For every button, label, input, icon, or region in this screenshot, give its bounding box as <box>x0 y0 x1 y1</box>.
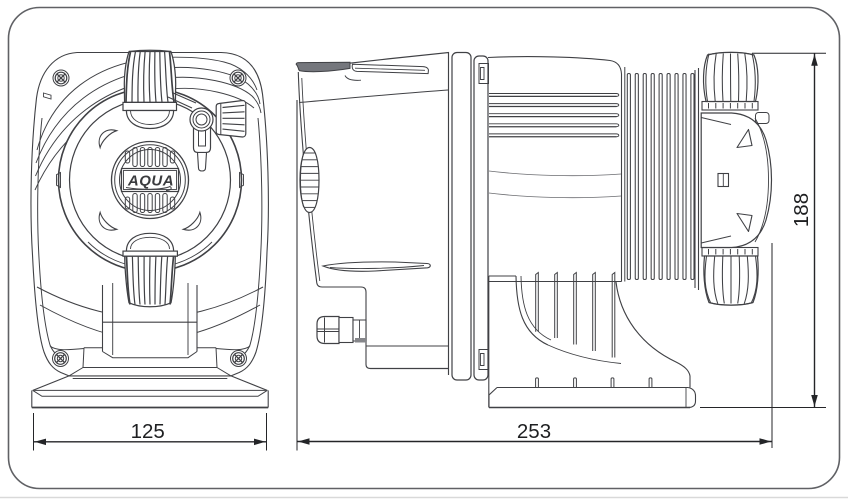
svg-text:AQUA: AQUA <box>127 173 174 190</box>
svg-text:188: 188 <box>790 193 813 227</box>
svg-text:253: 253 <box>517 420 551 443</box>
svg-text:125: 125 <box>131 420 165 443</box>
